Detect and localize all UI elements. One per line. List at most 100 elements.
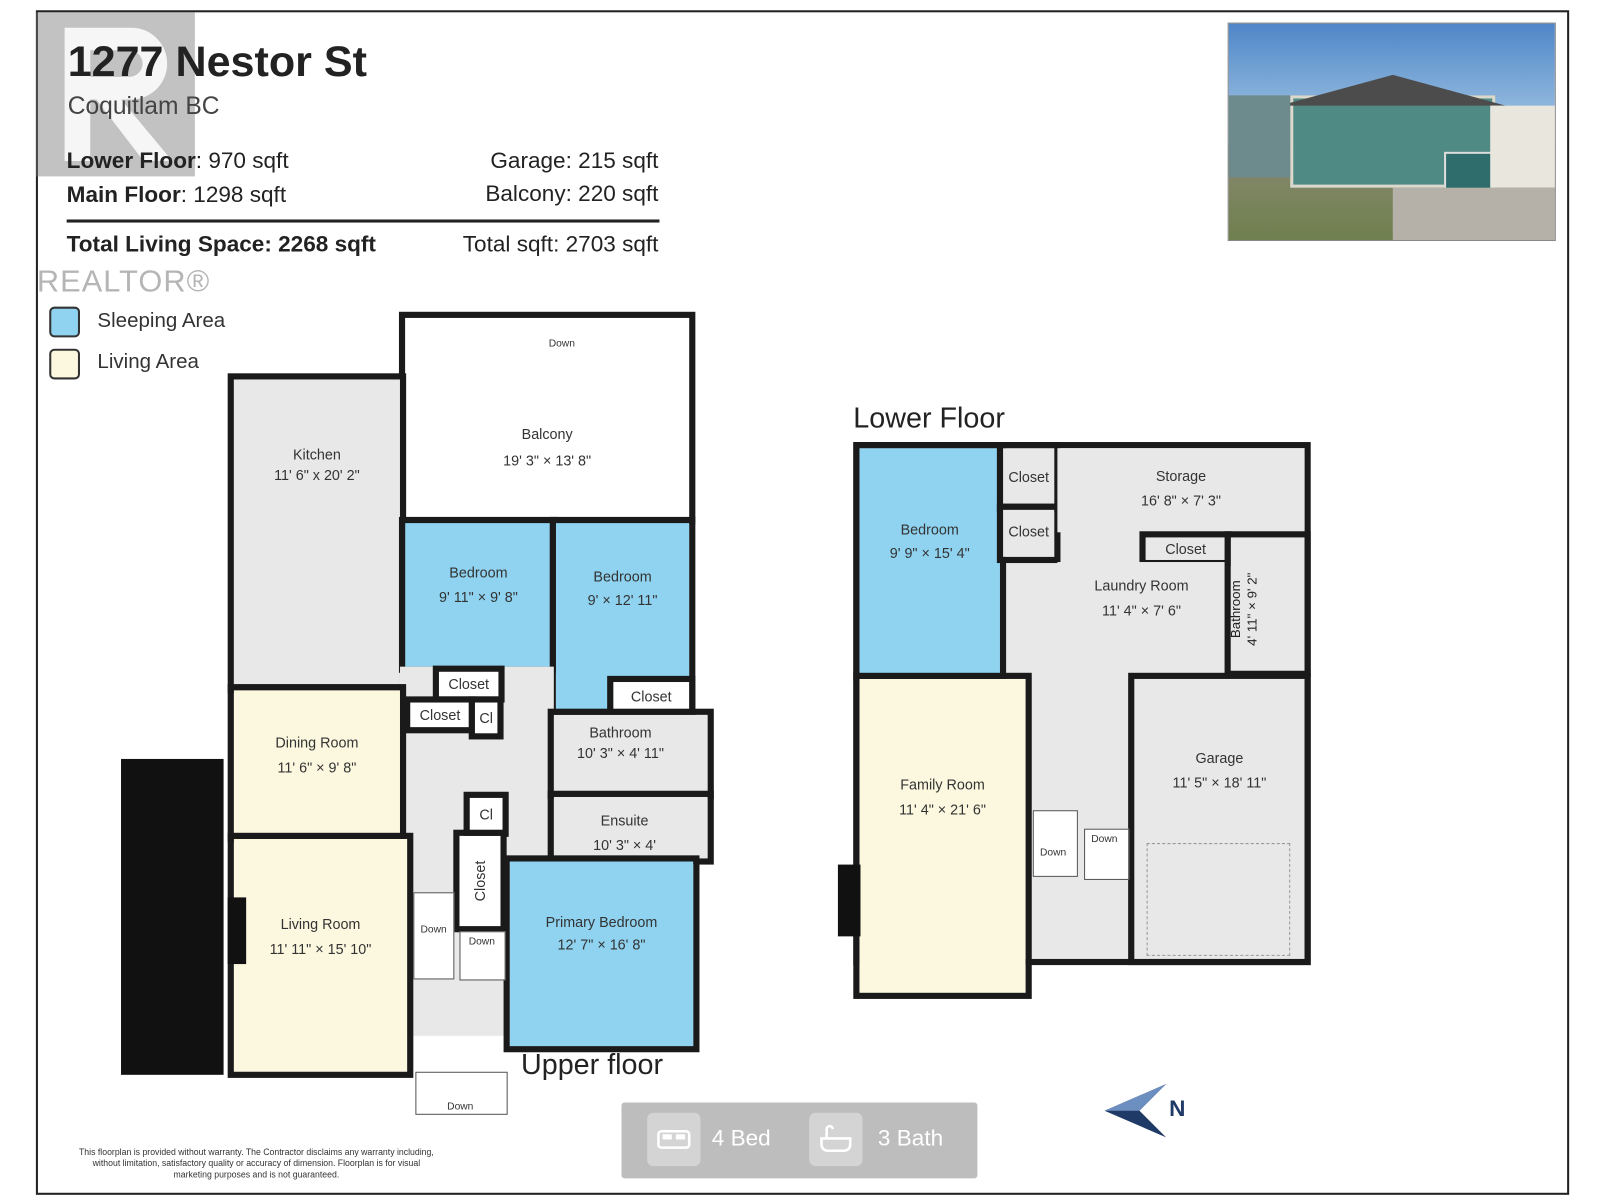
room-bedroom-1: Bedroom 9' 11" × 9' 8"	[398, 516, 558, 673]
room-dims: 11' 4" × 7' 6"	[1102, 602, 1181, 619]
address-title: 1277 Nestor St	[67, 36, 367, 86]
room-dims: 12' 7" × 16' 8"	[557, 936, 646, 953]
room-name: Bathroom	[1227, 580, 1244, 639]
room-family: Family Room 11' 4" × 21' 6"	[853, 672, 1032, 999]
house-photo	[1227, 22, 1556, 242]
stairs-down-label: Down	[447, 1101, 474, 1113]
legend-swatch-sleeping	[49, 306, 80, 338]
stairs-down: Down	[1032, 810, 1078, 877]
closet: Closet	[996, 442, 1061, 512]
room-name: Storage	[1155, 467, 1207, 485]
room-name: Bathroom	[589, 724, 652, 741]
closet-label: Closet	[1008, 523, 1050, 540]
disclaimer: This floorplan is provided without warra…	[78, 1146, 434, 1180]
room-storage: Storage 16' 8" × 7' 3"	[1057, 448, 1305, 533]
bed-bath-summary: 4 Bed 3 Bath	[621, 1102, 978, 1179]
closet-label: Closet	[630, 688, 672, 705]
room-dims: 19' 3" × 13' 8"	[503, 452, 592, 469]
room-dining: Dining Room 11' 6" × 9' 8"	[227, 684, 407, 843]
fireplace-icon	[227, 897, 247, 965]
stairs-down: Down	[413, 892, 455, 980]
room-name: Balcony	[521, 425, 573, 443]
room-laundry: Laundry Room 11' 4" × 7' 6"	[1057, 562, 1226, 670]
room-dims: 10' 3" × 4'	[593, 836, 657, 854]
closet-label: Closet	[471, 860, 489, 902]
room-name: Ensuite	[600, 812, 649, 829]
bed-icon	[647, 1112, 701, 1167]
balcony-area: Balcony: 220 sqft	[485, 180, 659, 207]
realtor-logo-r-shape	[59, 23, 182, 172]
total-living-space: Total Living Space: 2268 sqft	[66, 230, 376, 257]
legend-swatch-living	[49, 348, 80, 380]
bath-icon	[809, 1112, 863, 1167]
room-dims: 16' 8" × 7' 3"	[1140, 492, 1221, 509]
room-kitchen: Kitchen 11' 6" x 20' 2"	[227, 373, 407, 694]
baths-count: 3 Bath	[877, 1125, 944, 1151]
room-name: Laundry Room	[1094, 577, 1189, 594]
room-garage: Garage 11' 5" × 18' 11"	[1128, 672, 1311, 966]
closet: Closet	[996, 503, 1061, 564]
room-name: Primary Bedroom	[545, 913, 658, 931]
upper-floor-label: Upper floor	[521, 1048, 664, 1080]
total-sqft: Total sqft: 2703 sqft	[462, 230, 659, 257]
room-bathroom: Bathroom 10' 3" × 4' 11"	[547, 708, 714, 799]
stairs-down-label: Down	[548, 338, 575, 350]
room-dims: 9' 11" × 9' 8"	[438, 588, 518, 606]
garage-area: Garage: 215 sqft	[490, 147, 659, 174]
closet: Closet	[404, 696, 476, 734]
city: Coquitlam BC	[67, 92, 220, 120]
room-dims: 11' 6" x 20' 2"	[274, 466, 360, 484]
room-name: Bedroom	[900, 521, 959, 538]
room-lower-bedroom: Bedroom 9' 9" × 15' 4"	[853, 442, 1007, 681]
room-name: Garage	[1195, 749, 1244, 767]
room-dims: 4' 11" × 9' 2"	[1244, 572, 1260, 646]
room-dims: 10' 3" × 4' 11"	[577, 744, 664, 761]
closet-label: Closet	[1008, 468, 1050, 486]
fireplace-icon	[837, 864, 861, 937]
room-bedroom-2: Bedroom 9' × 12' 11"	[549, 516, 696, 717]
closet-cl: Cl	[463, 791, 509, 837]
legend-label-living: Living Area	[97, 350, 199, 374]
room-ensuite: Ensuite 10' 3" × 4'	[547, 790, 714, 865]
stairs-down-label: Down	[468, 936, 495, 948]
room-dims: 11' 6" × 9' 8"	[277, 758, 357, 776]
legend-label-sleeping: Sleeping Area	[97, 309, 226, 333]
divider	[66, 219, 660, 223]
stairs-down-label: Down	[420, 924, 447, 936]
room-name: Bedroom	[593, 568, 652, 585]
main-floor-label: Main Floor	[66, 181, 181, 208]
room-primary-bedroom: Primary Bedroom 12' 7" × 16' 8"	[503, 855, 700, 1053]
room-dims: 11' 11" × 15' 10"	[269, 940, 372, 957]
room-name: Dining Room	[275, 734, 359, 751]
room-living: Living Room 11' 11" × 15' 10"	[227, 832, 414, 1078]
compass-label: N	[1169, 1095, 1186, 1121]
stairs-down: Down	[1084, 828, 1130, 880]
closet-label: Cl	[479, 806, 493, 823]
stairs-down: Down	[459, 931, 506, 981]
room-name: Bedroom	[449, 564, 508, 581]
closet: Closet	[607, 675, 696, 717]
room-name: Living Room	[280, 915, 361, 933]
lower-floor-area: Lower Floor: 970 sqft	[67, 148, 289, 175]
closet-label: Cl	[479, 709, 493, 727]
stairs-down-label: Down	[1039, 847, 1067, 859]
closet-cl: Cl	[468, 696, 504, 740]
room-name: Family Room	[900, 776, 985, 793]
closet-label: Closet	[448, 675, 490, 693]
garage-door-outline	[1146, 843, 1291, 956]
room-balcony: Balcony 19' 3" × 13' 8" Down	[398, 311, 696, 525]
closet: Closet	[1139, 531, 1232, 567]
closet-label: Closet	[419, 706, 461, 724]
lower-floor-label: Lower Floor	[66, 147, 196, 174]
lower-floor-label: Lower Floor	[853, 402, 1005, 434]
exterior-roof-block	[121, 758, 224, 1075]
room-dims: 9' × 12' 11"	[587, 591, 658, 609]
closet: Closet	[432, 665, 505, 703]
main-floor-value: : 1298 sqft	[180, 181, 287, 208]
page-frame	[35, 10, 1570, 1195]
main-floor-area: Main Floor: 1298 sqft	[67, 182, 286, 209]
room-dims: 11' 4" × 21' 6"	[899, 800, 986, 818]
closet-label: Closet	[1165, 540, 1206, 557]
